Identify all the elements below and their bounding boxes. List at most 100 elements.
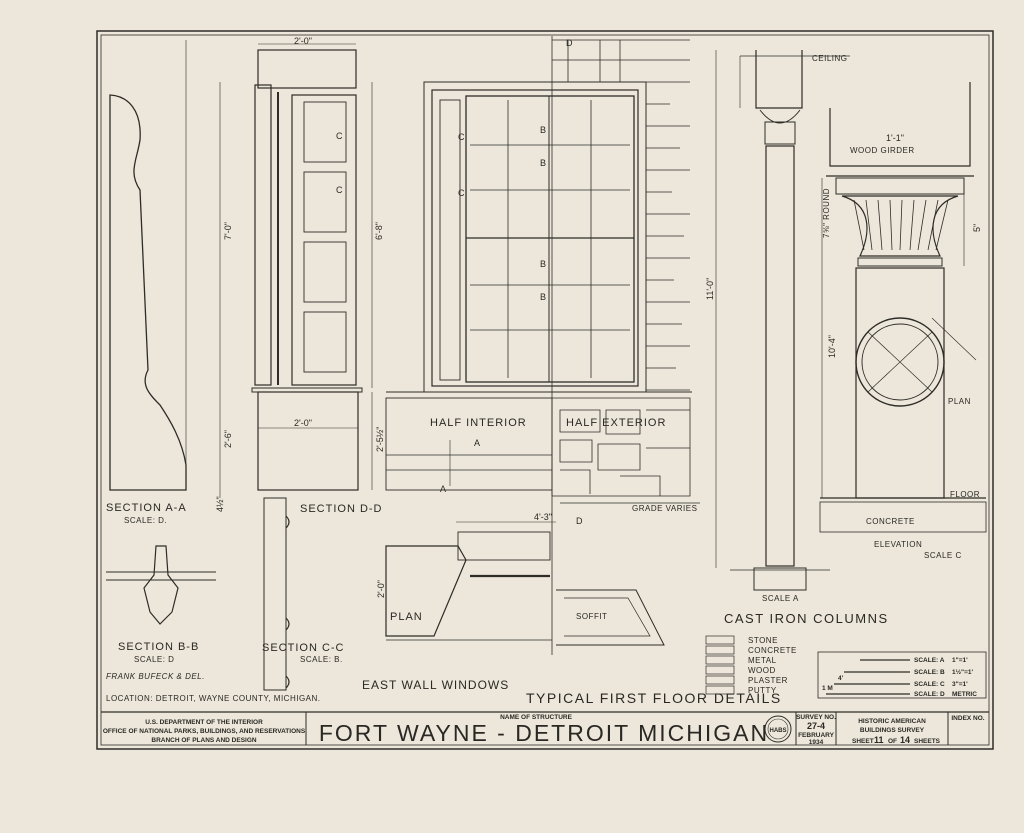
dim-2-0-plan: 2'-0" <box>376 580 386 598</box>
marker-b-2: B <box>540 158 546 168</box>
outer-border <box>96 30 994 750</box>
scale-b-value: 1½"=1' <box>952 668 974 676</box>
marker-b-4: B <box>540 292 546 302</box>
materials-legend: STONE CONCRETE METAL WOOD PLASTER PUTTY <box>705 635 797 695</box>
elevation-scale-label: SCALE C <box>924 551 962 560</box>
column-plan-label: PLAN <box>948 397 971 406</box>
structure-name-title: FORT WAYNE - DETROIT MICHIGAN <box>319 720 769 746</box>
dim-5: 5" <box>972 224 982 232</box>
marker-a-1: A <box>474 438 480 448</box>
dim-7-8-round: 7⅝" ROUND <box>822 188 831 238</box>
section-aa-scale: SCALE: D. <box>124 516 167 525</box>
sheet-total: 14 <box>900 735 910 745</box>
dim-6-8: 6'-8" <box>374 222 384 240</box>
date-year: 1934 <box>809 739 824 746</box>
wood-girder-label: WOOD GIRDER <box>850 146 915 155</box>
legend-wood: WOOD <box>748 666 776 675</box>
marker-c-2: C <box>336 185 343 195</box>
agency-line-1: U.S. DEPARTMENT OF THE INTERIOR <box>145 719 263 726</box>
scale-c-label: SCALE: C <box>914 681 945 688</box>
concrete-label: CONCRETE <box>866 517 915 526</box>
marker-b-3: B <box>540 259 546 269</box>
sheet-suffix: SHEETS <box>914 738 941 745</box>
sheet-number: 11 <box>874 735 884 745</box>
section-cc-scale: SCALE: B. <box>300 655 343 664</box>
habs-seal-text: HABS <box>769 728 786 734</box>
dim-2-6: 2'-6" <box>223 430 233 448</box>
section-aa-label: SECTION A-A <box>106 502 187 514</box>
section-dd-label: SECTION D-D <box>300 503 383 515</box>
east-wall-windows-title: EAST WALL WINDOWS <box>362 678 509 692</box>
scale-a-value: 1"=1' <box>952 657 968 664</box>
location-credit: LOCATION: DETROIT, WAYNE COUNTY, MICHIGA… <box>106 694 321 703</box>
cast-iron-columns-title: CAST IRON COLUMNS <box>724 611 889 626</box>
half-exterior-label: HALF EXTERIOR <box>566 417 666 429</box>
scale-tick-4ft: 4' <box>838 675 844 682</box>
floor-label: FLOOR <box>950 490 980 499</box>
habs-line-1: HISTORIC AMERICAN <box>858 718 926 725</box>
scale-c-value: 3"=1' <box>952 681 968 688</box>
dim-10-4: 10'-4" <box>827 335 837 358</box>
dim-2-0-sill: 2'-0" <box>294 418 312 428</box>
section-bb-drawing <box>106 545 216 625</box>
agency-line-2: OFFICE OF NATIONAL PARKS, BUILDINGS, AND… <box>103 728 306 735</box>
scale-tick-1m: 1 M <box>822 685 833 692</box>
survey-no-caption: SURVEY NO. <box>796 714 836 721</box>
dim-2-0-top: 2'-0" <box>294 36 312 46</box>
drawn-by-credit: FRANK BUFECK & DEL. <box>106 672 205 681</box>
window-elevation-drawing <box>385 36 700 655</box>
title-block <box>101 711 989 745</box>
grade-varies-label: GRADE VARIES <box>632 504 697 513</box>
legend-stone: STONE <box>748 636 778 645</box>
legend-metal: METAL <box>748 656 777 665</box>
capital-detail-drawing <box>819 82 987 533</box>
ceiling-label: CEILING <box>812 54 848 63</box>
sheet-of: OF <box>888 738 897 745</box>
graphic-scales: SCALE: A 1"=1' SCALE: B 1½"=1' SCALE: C … <box>817 651 987 699</box>
sheet-prefix: SHEET <box>852 738 874 745</box>
dim-11-0: 11'-0" <box>705 278 715 300</box>
section-cc-label: SECTION C-C <box>262 642 345 654</box>
window-plan-drawing <box>385 521 665 646</box>
marker-c-4: C <box>458 188 465 198</box>
section-aa-drawing <box>109 40 187 491</box>
marker-d-top: D <box>566 38 573 48</box>
agency-line-3: BRANCH OF PLANS AND DESIGN <box>151 737 257 744</box>
marker-a-2: A <box>440 484 446 494</box>
date-month: FEBRUARY <box>798 732 835 739</box>
survey-no-value: 27-4 <box>807 721 825 731</box>
section-dd-drawing <box>219 43 373 498</box>
dim-2-5-half: 2'-5½" <box>375 427 385 452</box>
habs-line-2: BUILDINGS SURVEY <box>860 727 925 734</box>
legend-plaster: PLASTER <box>748 676 788 685</box>
scale-a-label: SCALE: A <box>914 657 945 664</box>
section-bb-scale: SCALE: D <box>134 655 174 664</box>
index-no-caption: INDEX NO. <box>951 715 984 722</box>
marker-d-bottom: D <box>576 516 583 526</box>
typical-details-title: TYPICAL FIRST FLOOR DETAILS <box>526 690 782 706</box>
dim-7-0: 7'-0" <box>223 222 233 240</box>
dim-4-3: 4'-3" <box>534 512 552 522</box>
column-full-drawing <box>715 50 850 591</box>
dim-4-half: 4½" <box>215 496 225 512</box>
sheet-number-line: SHEET 11 OF 14 SHEETS <box>852 735 941 745</box>
marker-c-1: C <box>336 131 343 141</box>
legend-concrete: CONCRETE <box>748 646 797 655</box>
soffit-label: SOFFIT <box>576 612 607 621</box>
scale-d-value: METRIC <box>952 691 977 698</box>
plan-label: PLAN <box>390 611 423 623</box>
scale-d-label: SCALE: D <box>914 691 945 698</box>
section-cc-drawing <box>263 497 290 691</box>
elevation-label: ELEVATION <box>874 540 922 549</box>
marker-c-3: C <box>458 132 465 142</box>
inner-border <box>100 34 990 746</box>
name-of-structure-caption: NAME OF STRUCTURE <box>500 714 573 721</box>
legend-putty: PUTTY <box>748 686 777 695</box>
marker-b-1: B <box>540 125 546 135</box>
column-scale-label: SCALE A <box>762 594 799 603</box>
dim-1-1: 1'-1" <box>886 133 904 143</box>
scale-b-label: SCALE: B <box>914 669 945 676</box>
half-interior-label: HALF INTERIOR <box>430 417 527 429</box>
section-bb-label: SECTION B-B <box>118 641 199 653</box>
